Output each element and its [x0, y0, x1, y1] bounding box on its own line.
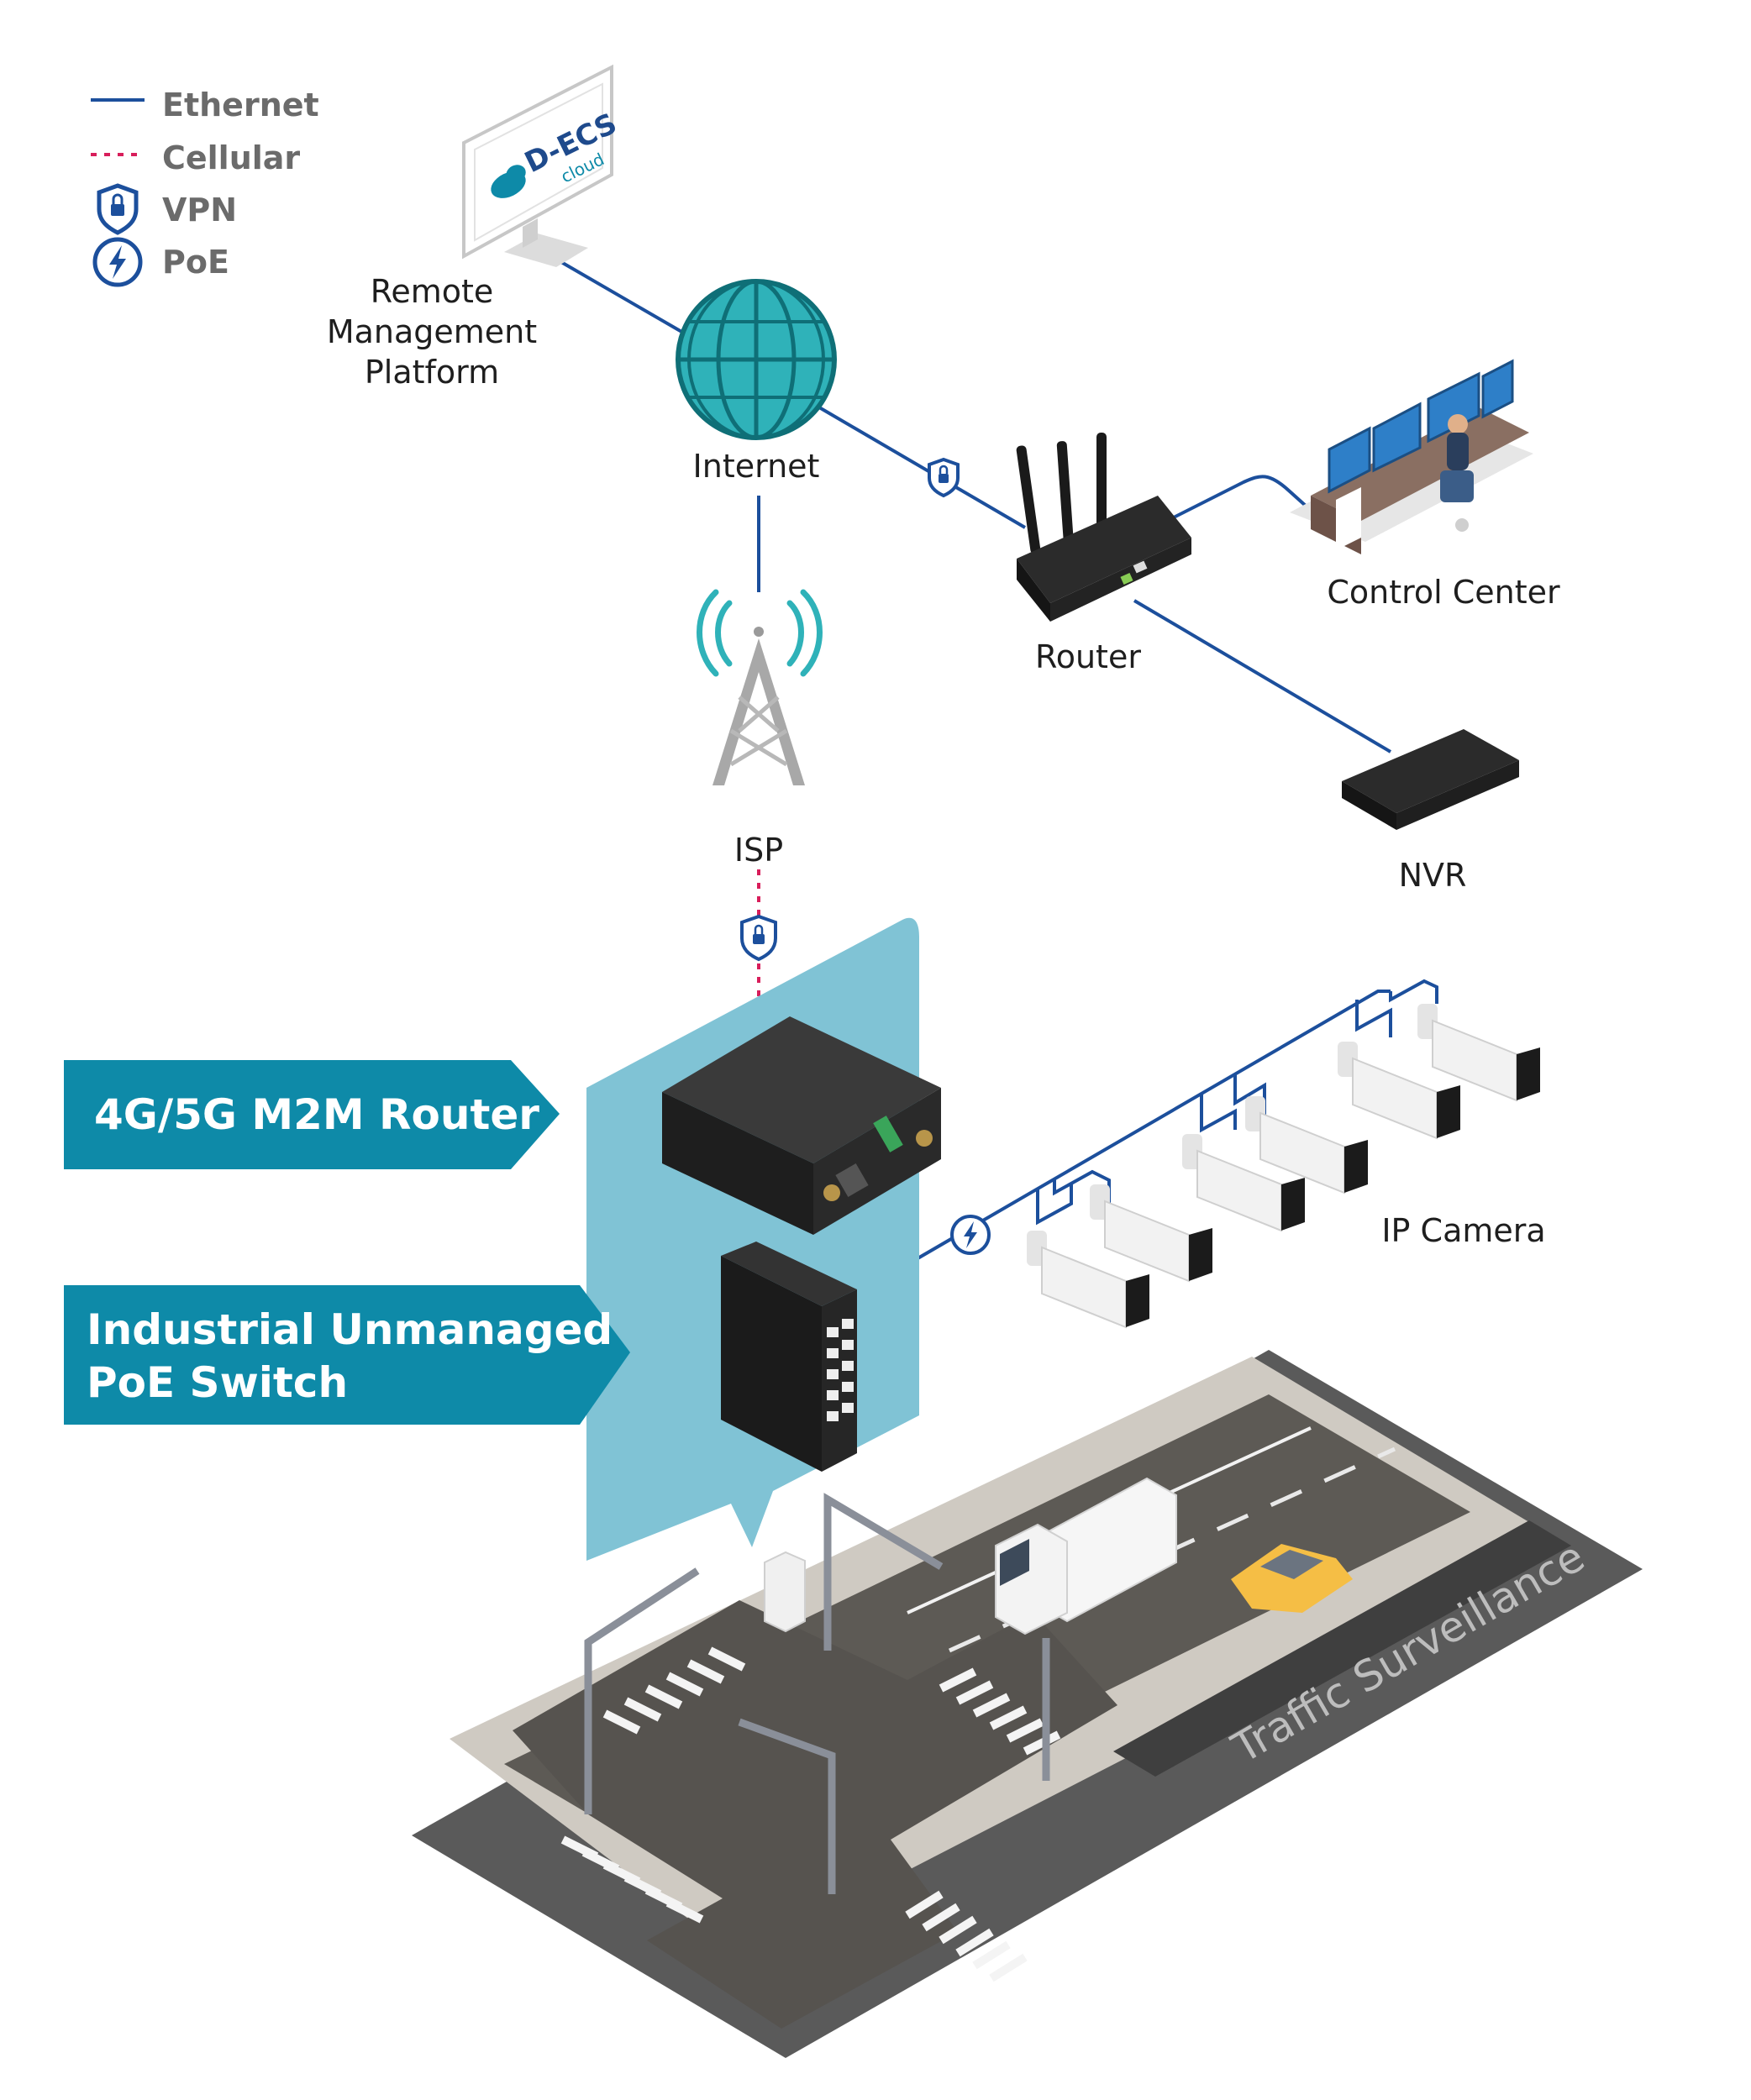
- poe-switch-banner-line1: Industrial Unmanaged: [87, 1305, 613, 1354]
- poe-badge-switch-link: [950, 1215, 991, 1255]
- router-label: Router: [1035, 638, 1141, 675]
- ip-camera-1: [1027, 1231, 1149, 1329]
- poe-switch-banner-line2: PoE Switch: [87, 1358, 348, 1407]
- link-router-control: [1163, 475, 1317, 524]
- control-center-desk: [1290, 359, 1533, 554]
- legend-ethernet-label: Ethernet: [162, 87, 319, 123]
- m2m-router-banner: 4G/5G M2M Router: [64, 1060, 560, 1169]
- link-switch-cameras-trunk: [855, 990, 1391, 1295]
- link-internet-router: [818, 406, 1027, 529]
- lightning-circle-icon: [92, 237, 143, 287]
- nvr-device: [1342, 729, 1519, 830]
- ip-cameras: [1027, 1004, 1540, 1329]
- legend-poe-label: PoE: [162, 244, 229, 281]
- poe-switch-device: [721, 1242, 857, 1472]
- highlight-panel: [586, 917, 919, 1561]
- crosswalk-south: [905, 1890, 1028, 1982]
- ip-camera-6: [1417, 1004, 1540, 1102]
- remote-platform-label-line3: Platform: [365, 354, 499, 391]
- poe-branch-6: [1389, 979, 1438, 1004]
- truck: [995, 1477, 1177, 1635]
- nvr-label: NVR: [1399, 857, 1467, 894]
- m2m-router-banner-text: 4G/5G M2M Router: [94, 1090, 539, 1139]
- ip-camera-5: [1338, 1042, 1460, 1140]
- cloud-icon: [491, 165, 526, 198]
- link-router-nvr: [1133, 599, 1392, 753]
- car: [1231, 1544, 1353, 1613]
- shield-lock-icon: [97, 183, 139, 235]
- cell-tower-icon: [697, 589, 823, 785]
- legend: Ethernet Cellular VPN PoE: [91, 87, 319, 287]
- ip-camera-label: IP Camera: [1381, 1212, 1545, 1249]
- router-device: [1016, 433, 1191, 622]
- poe-branch-3: [1200, 1095, 1237, 1133]
- vpn-badge-internet-router: [928, 457, 960, 498]
- remote-platform-label-line2: Management: [327, 313, 537, 350]
- switch-ports: [827, 1319, 854, 1421]
- remote-platform-monitor: D-ECS cloud: [462, 64, 622, 267]
- remote-platform-label-line1: Remote: [371, 273, 494, 310]
- control-center-label: Control Center: [1327, 574, 1560, 611]
- globe-icon: [676, 279, 837, 440]
- roadside-cabinet: [764, 1551, 806, 1633]
- ip-camera-3: [1182, 1134, 1305, 1232]
- m2m-router-device: [662, 1016, 941, 1235]
- internet-label: Internet: [693, 448, 820, 485]
- legend-cellular-label: Cellular: [162, 139, 300, 176]
- poe-branch-1: [1036, 1184, 1073, 1226]
- traffic-poles: [584, 1493, 1050, 1894]
- isp-label: ISP: [734, 832, 783, 869]
- ip-camera-4: [1245, 1096, 1368, 1194]
- crosswalk-north: [602, 1646, 746, 1735]
- intersection-scene: Traffic Surveillance: [412, 1350, 1643, 2058]
- poe-branch-5: [1355, 1000, 1392, 1037]
- vpn-badge-cellular: [740, 914, 777, 962]
- crosswalk-west: [560, 1835, 704, 1924]
- link-platform-internet: [560, 260, 691, 338]
- crosswalk-east: [939, 1667, 1061, 1756]
- poe-switch-banner: Industrial Unmanaged PoE Switch: [64, 1285, 630, 1425]
- ip-camera-2: [1090, 1184, 1212, 1283]
- legend-vpn-label: VPN: [162, 192, 237, 228]
